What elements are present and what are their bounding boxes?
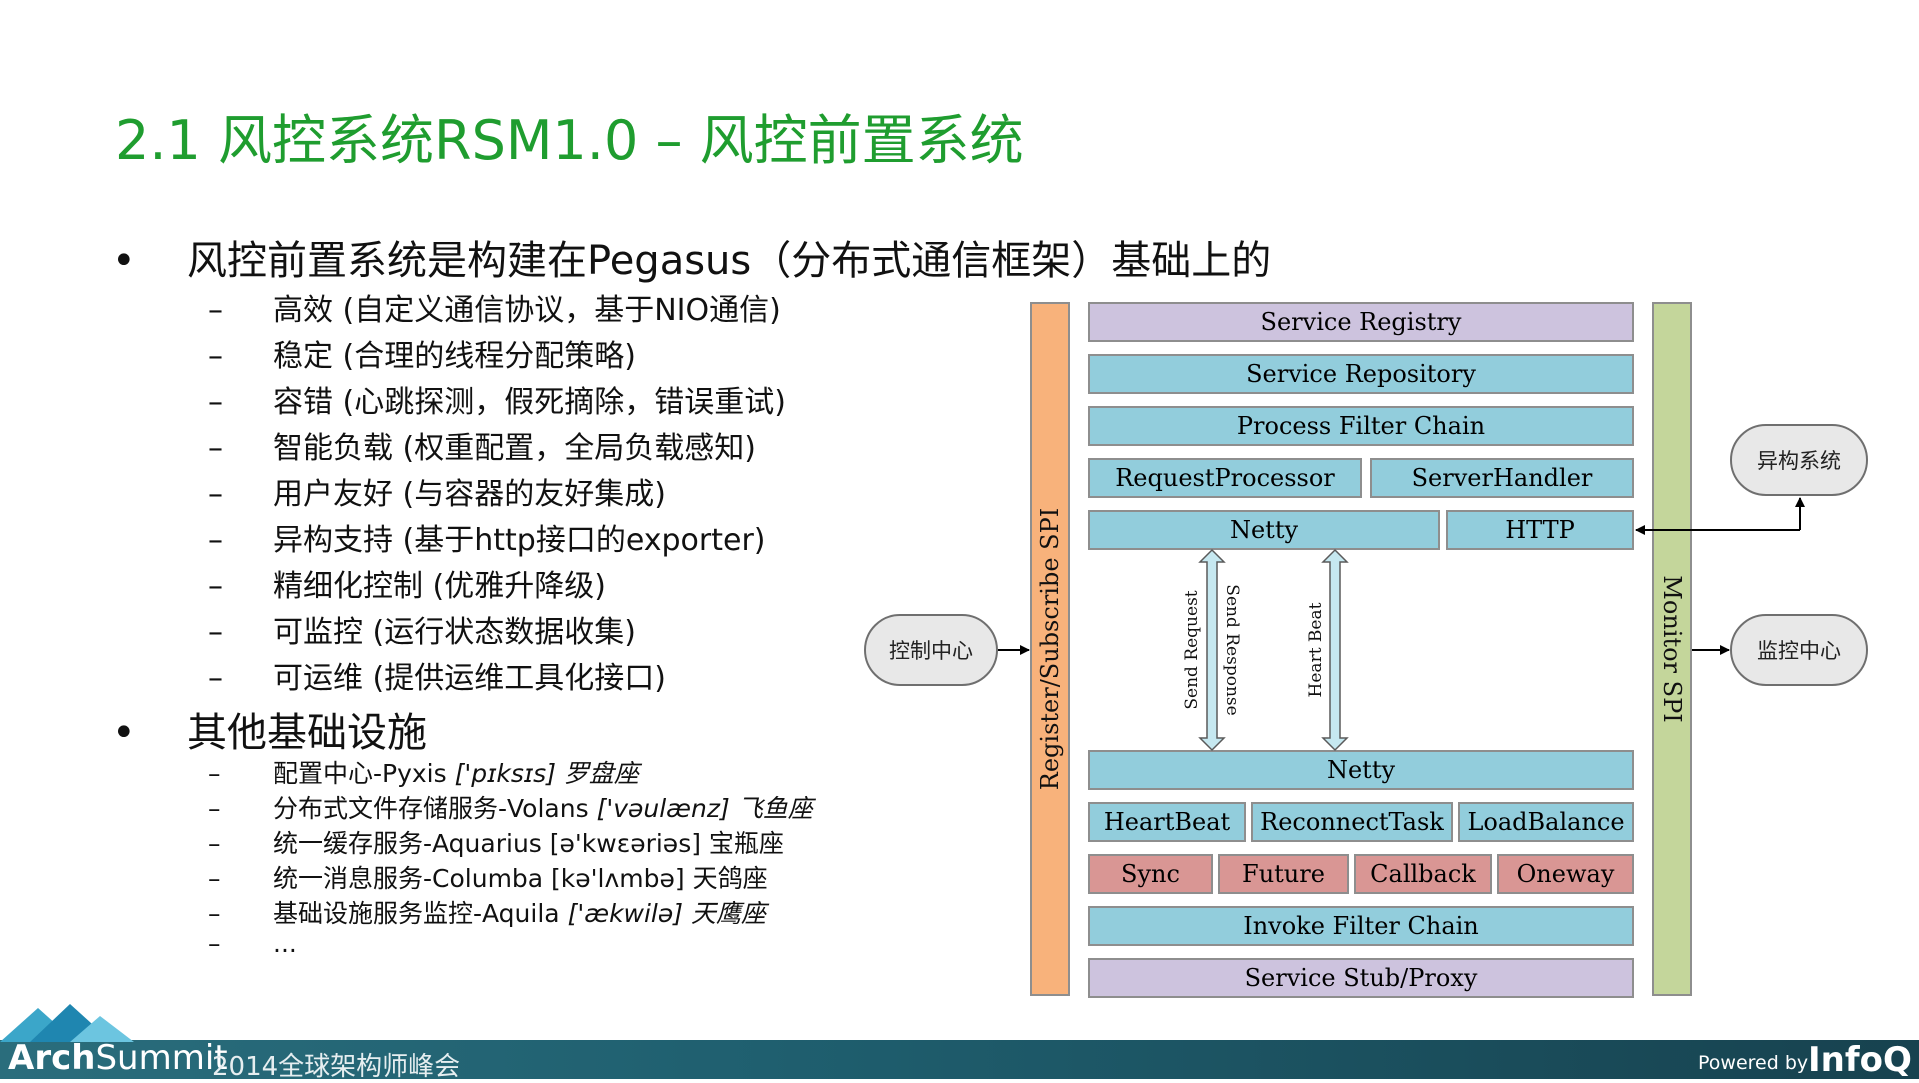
footer-subtitle: 2014全球架构师峰会 [212,1052,461,1082]
http-box: HTTP [1446,510,1634,550]
list-item: –稳定 (合理的线程分配策略) [208,339,636,374]
service-stub-proxy-box: Service Stub/Proxy [1088,958,1634,998]
list-item: –分布式文件存储服务-Volans ['vəulænz] 飞鱼座 [208,794,813,823]
server-handler-box: ServerHandler [1370,458,1634,498]
bullet-marker: • [112,238,136,284]
list-item: –... [208,929,297,958]
bullet-text: 其他基础设施 [187,710,427,756]
list-item: –精细化控制 (优雅升降级) [208,569,606,604]
list-item: –智能负载 (权重配置，全局负载感知) [208,431,756,466]
heterogeneous-system-node: 异构系统 [1730,424,1868,496]
list-item: –可运维 (提供运维工具化接口) [208,661,666,696]
bullet-pegasus: • 风控前置系统是构建在Pegasus（分布式通信框架）基础上的 [112,228,1271,286]
callback-box: Callback [1354,854,1492,894]
slide-title: 2.1 风控系统RSM1.0 – 风控前置系统 [115,109,1024,172]
send-arrow [1198,548,1226,752]
heartbeat-arrow [1321,548,1349,752]
list-item: –配置中心-Pyxis ['pɪksɪs] 罗盘座 [208,759,639,788]
list-item: –用户友好 (与容器的友好集成) [208,477,666,512]
monitor-center-node: 监控中心 [1730,614,1868,686]
heart-beat-label: Heart Beat [1306,602,1326,698]
invoke-filter-chain-box: Invoke Filter Chain [1088,906,1634,946]
send-response-label: Send Response [1222,584,1242,716]
send-request-label: Send Request [1182,590,1202,710]
archsummit-logo-icon [0,1004,134,1042]
oneway-box: Oneway [1497,854,1634,894]
monitor-spi-label: Monitor SPI [1658,575,1686,723]
infoq-logo: InfoQ [1808,1040,1912,1080]
footer-bar [0,1040,1919,1079]
list-item: –容错 (心跳探测，假死摘除，错误重试) [208,385,786,420]
bullet-text: 风控前置系统是构建在Pegasus（分布式通信框架）基础上的 [187,238,1272,284]
list-item: –可监控 (运行状态数据收集) [208,615,636,650]
list-item: –统一消息服务-Columba [kə'lʌmbə] 天鸽座 [208,864,768,893]
bullet-marker: • [112,710,136,756]
future-box: Future [1218,854,1349,894]
service-repository-box: Service Repository [1088,354,1634,394]
service-registry-box: Service Registry [1088,302,1634,342]
process-filter-chain-box: Process Filter Chain [1088,406,1634,446]
netty-bottom-box: Netty [1088,750,1634,790]
monitor-spi-bar [1652,302,1692,996]
footer-powered-by: Powered by [1698,1052,1809,1074]
request-processor-box: RequestProcessor [1088,458,1362,498]
netty-top-box: Netty [1088,510,1440,550]
list-item: –统一缓存服务-Aquarius [ə'kwɛəriəs] 宝瓶座 [208,829,784,858]
footer-brand: ArchSummit [8,1038,228,1078]
reconnect-task-box: ReconnectTask [1251,802,1453,842]
list-item: –基础设施服务监控-Aquila ['ækwilə] 天鹰座 [208,899,766,928]
load-balance-box: LoadBalance [1458,802,1634,842]
control-center-node: 控制中心 [864,614,998,686]
bullet-infrastructure: • 其他基础设施 [112,700,427,758]
sync-box: Sync [1088,854,1213,894]
heartbeat-box: HeartBeat [1088,802,1246,842]
register-subscribe-spi-label: Register/Subscribe SPI [1036,507,1064,791]
list-item: –异构支持 (基于http接口的exporter) [208,523,766,558]
list-item: –高效 (自定义通信协议，基于NIO通信) [208,293,781,328]
register-subscribe-spi-bar [1030,302,1070,996]
